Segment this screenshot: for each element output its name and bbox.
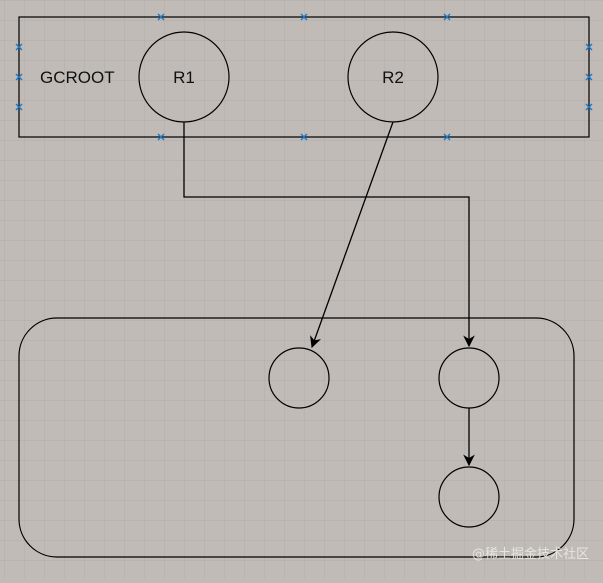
heap-object-c[interactable] xyxy=(438,466,500,528)
heap-container[interactable] xyxy=(18,317,575,558)
selection-handle[interactable] xyxy=(443,13,451,21)
root-node-r1-label: R1 xyxy=(173,68,195,87)
selection-handle[interactable] xyxy=(157,133,165,141)
selection-handle[interactable] xyxy=(443,133,451,141)
selection-handle[interactable] xyxy=(300,133,308,141)
gcroot-label: GCROOT xyxy=(40,68,115,87)
watermark: @稀土掘金技术社区 xyxy=(471,547,589,562)
selection-handle[interactable] xyxy=(300,13,308,21)
selection-handle[interactable] xyxy=(585,103,593,111)
reference-r1-to-object-b[interactable] xyxy=(183,122,475,348)
selection-handle[interactable] xyxy=(15,73,23,81)
root-node-r2-label: R2 xyxy=(382,68,404,87)
selection-handle[interactable] xyxy=(585,43,593,51)
selection-handle[interactable] xyxy=(585,73,593,81)
heap-object-a[interactable] xyxy=(268,347,330,409)
reference-r2-to-object-a[interactable] xyxy=(310,121,394,349)
selection-handle[interactable] xyxy=(15,43,23,51)
selection-handle[interactable] xyxy=(157,13,165,21)
selection-handle[interactable] xyxy=(15,103,23,111)
selection-handles[interactable] xyxy=(15,13,593,141)
